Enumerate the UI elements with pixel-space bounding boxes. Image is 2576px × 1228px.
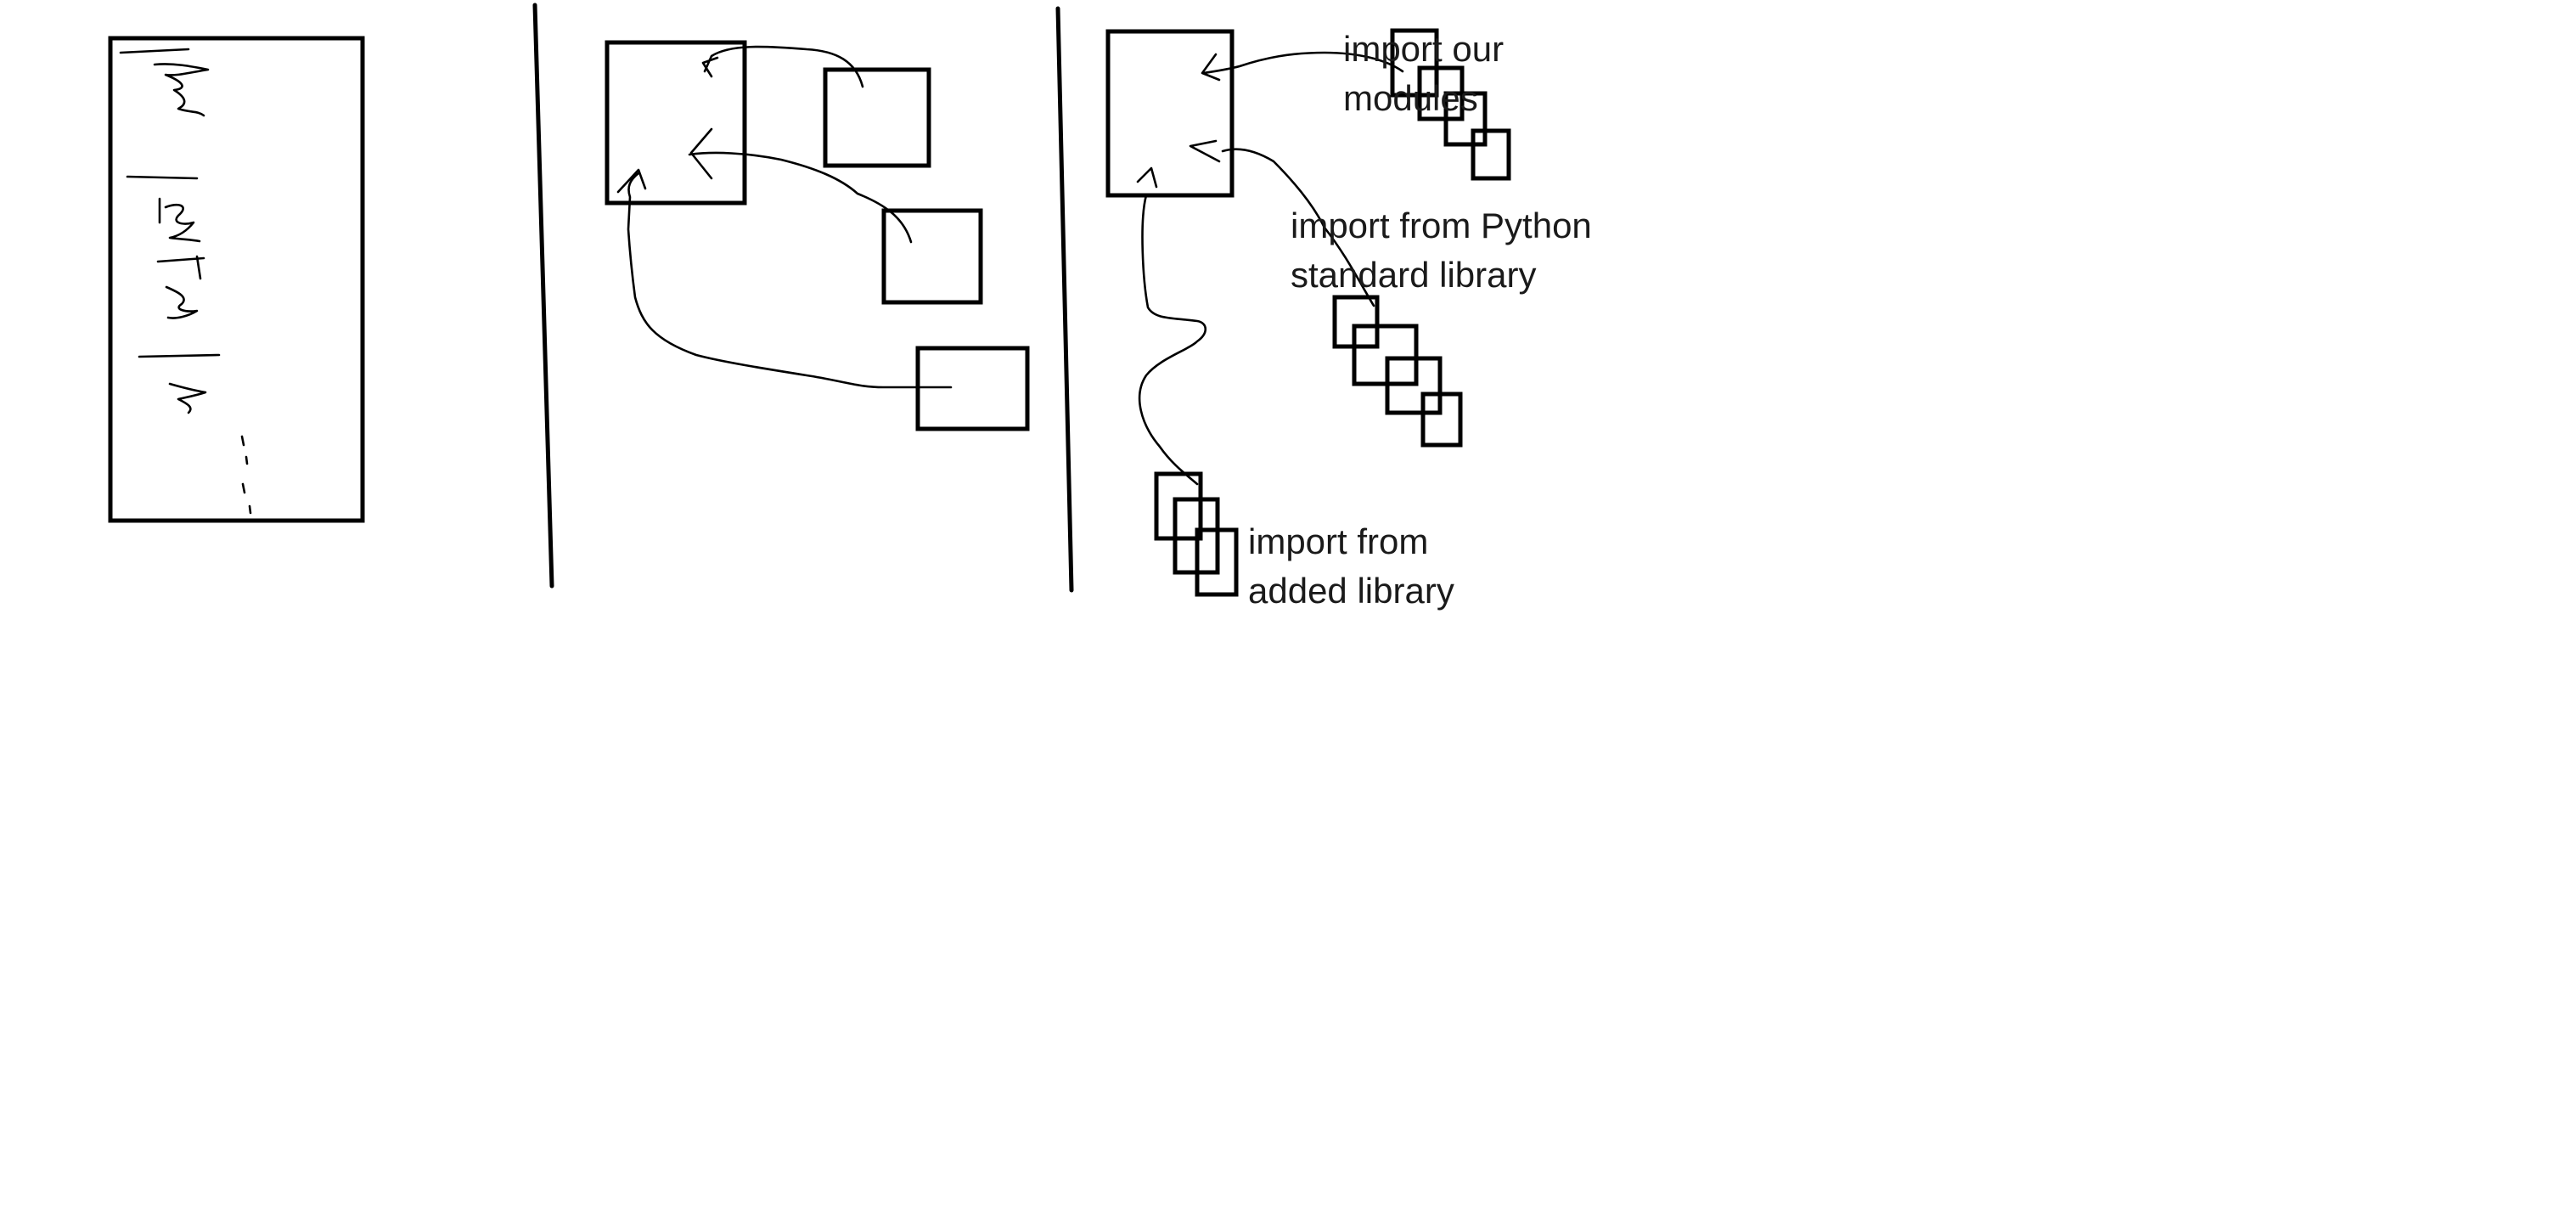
single-file-box	[108, 36, 365, 523]
stdlib-stack	[1332, 295, 1463, 448]
our-modules-stack	[1390, 28, 1511, 181]
our-module-box-4	[1471, 128, 1511, 181]
divider-left	[532, 3, 554, 589]
panel-import-sources: import our modules import from Python st…	[1105, 28, 1592, 611]
arrow-our-modules	[1201, 51, 1404, 82]
label-our-modules-line1: import our	[1343, 29, 1504, 69]
import-arrow-3	[616, 168, 953, 389]
added-lib-stack	[1154, 471, 1239, 597]
label-stdlib-line1: import from Python	[1291, 206, 1592, 245]
arrow-stdlib	[1189, 139, 1375, 307]
label-added-lib-line2: added library	[1248, 571, 1454, 611]
panel-split-modules	[605, 40, 1030, 431]
import-arrow-2	[688, 127, 913, 244]
our-module-box-1	[1390, 28, 1439, 98]
divider-right	[1055, 6, 1074, 593]
main-file-box-2	[1105, 29, 1235, 198]
our-module-box-3	[1443, 91, 1488, 147]
stdlib-box-3	[1385, 356, 1443, 415]
module-box-2	[881, 208, 983, 305]
module-box-1	[823, 67, 931, 168]
label-our-modules-line2: modules	[1343, 78, 1478, 118]
arrow-added-lib	[1136, 166, 1207, 486]
label-stdlib-line2: standard library	[1291, 255, 1536, 295]
stdlib-box-4	[1420, 391, 1463, 448]
import-arrow-1	[701, 45, 864, 88]
module-box-3	[915, 346, 1030, 431]
code-scribbles	[119, 48, 252, 515]
added-lib-box-3	[1195, 527, 1239, 597]
main-file-box	[605, 40, 747, 206]
panel-single-file	[108, 36, 365, 523]
label-added-lib-line1: import from	[1248, 521, 1428, 561]
added-lib-box-1	[1154, 471, 1203, 541]
